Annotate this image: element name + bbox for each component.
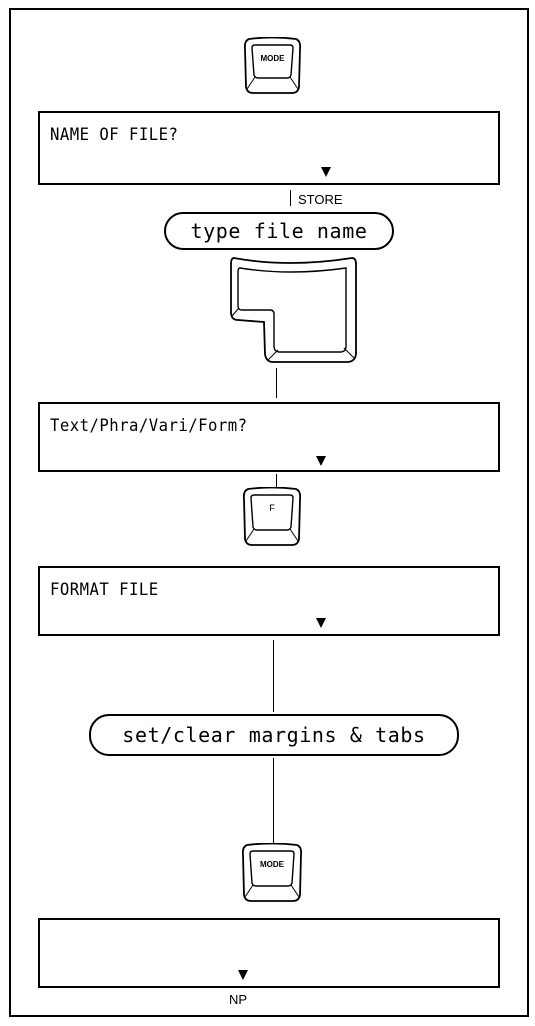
display-text: FORMAT FILE (50, 580, 159, 600)
action-set-clear-margins-tabs: set/clear margins & tabs (89, 714, 459, 756)
display-text: NAME OF FILE? (50, 125, 179, 145)
display-file-type-prompt: Text/Phra/Vari/Form? (38, 402, 500, 472)
connector-line (273, 758, 274, 846)
mode-key-icon: MODE (241, 843, 303, 903)
mode-key-label: MODE (260, 54, 285, 63)
display-format-file: FORMAT FILE (38, 566, 500, 636)
display-final (38, 918, 500, 988)
connector-line (276, 474, 277, 488)
display-name-of-file: NAME OF FILE? (38, 111, 500, 185)
f-key-icon: F (242, 487, 302, 547)
mode-key-icon: MODE (243, 37, 302, 95)
store-label: STORE (298, 192, 343, 207)
connector-line (273, 640, 274, 712)
cursor-icon (316, 618, 326, 628)
return-key-icon (228, 254, 358, 366)
connector-line (276, 368, 277, 398)
action-type-file-name: type file name (164, 212, 394, 250)
mode-key-label: MODE (260, 860, 284, 869)
cursor-icon (238, 970, 248, 980)
f-key-label: F (269, 503, 275, 513)
cursor-icon (316, 456, 326, 466)
connector-line (290, 190, 291, 206)
np-label: NP (229, 992, 248, 1007)
display-text: Text/Phra/Vari/Form? (50, 416, 248, 436)
cursor-icon (321, 167, 331, 177)
diagram-frame (9, 8, 529, 1017)
